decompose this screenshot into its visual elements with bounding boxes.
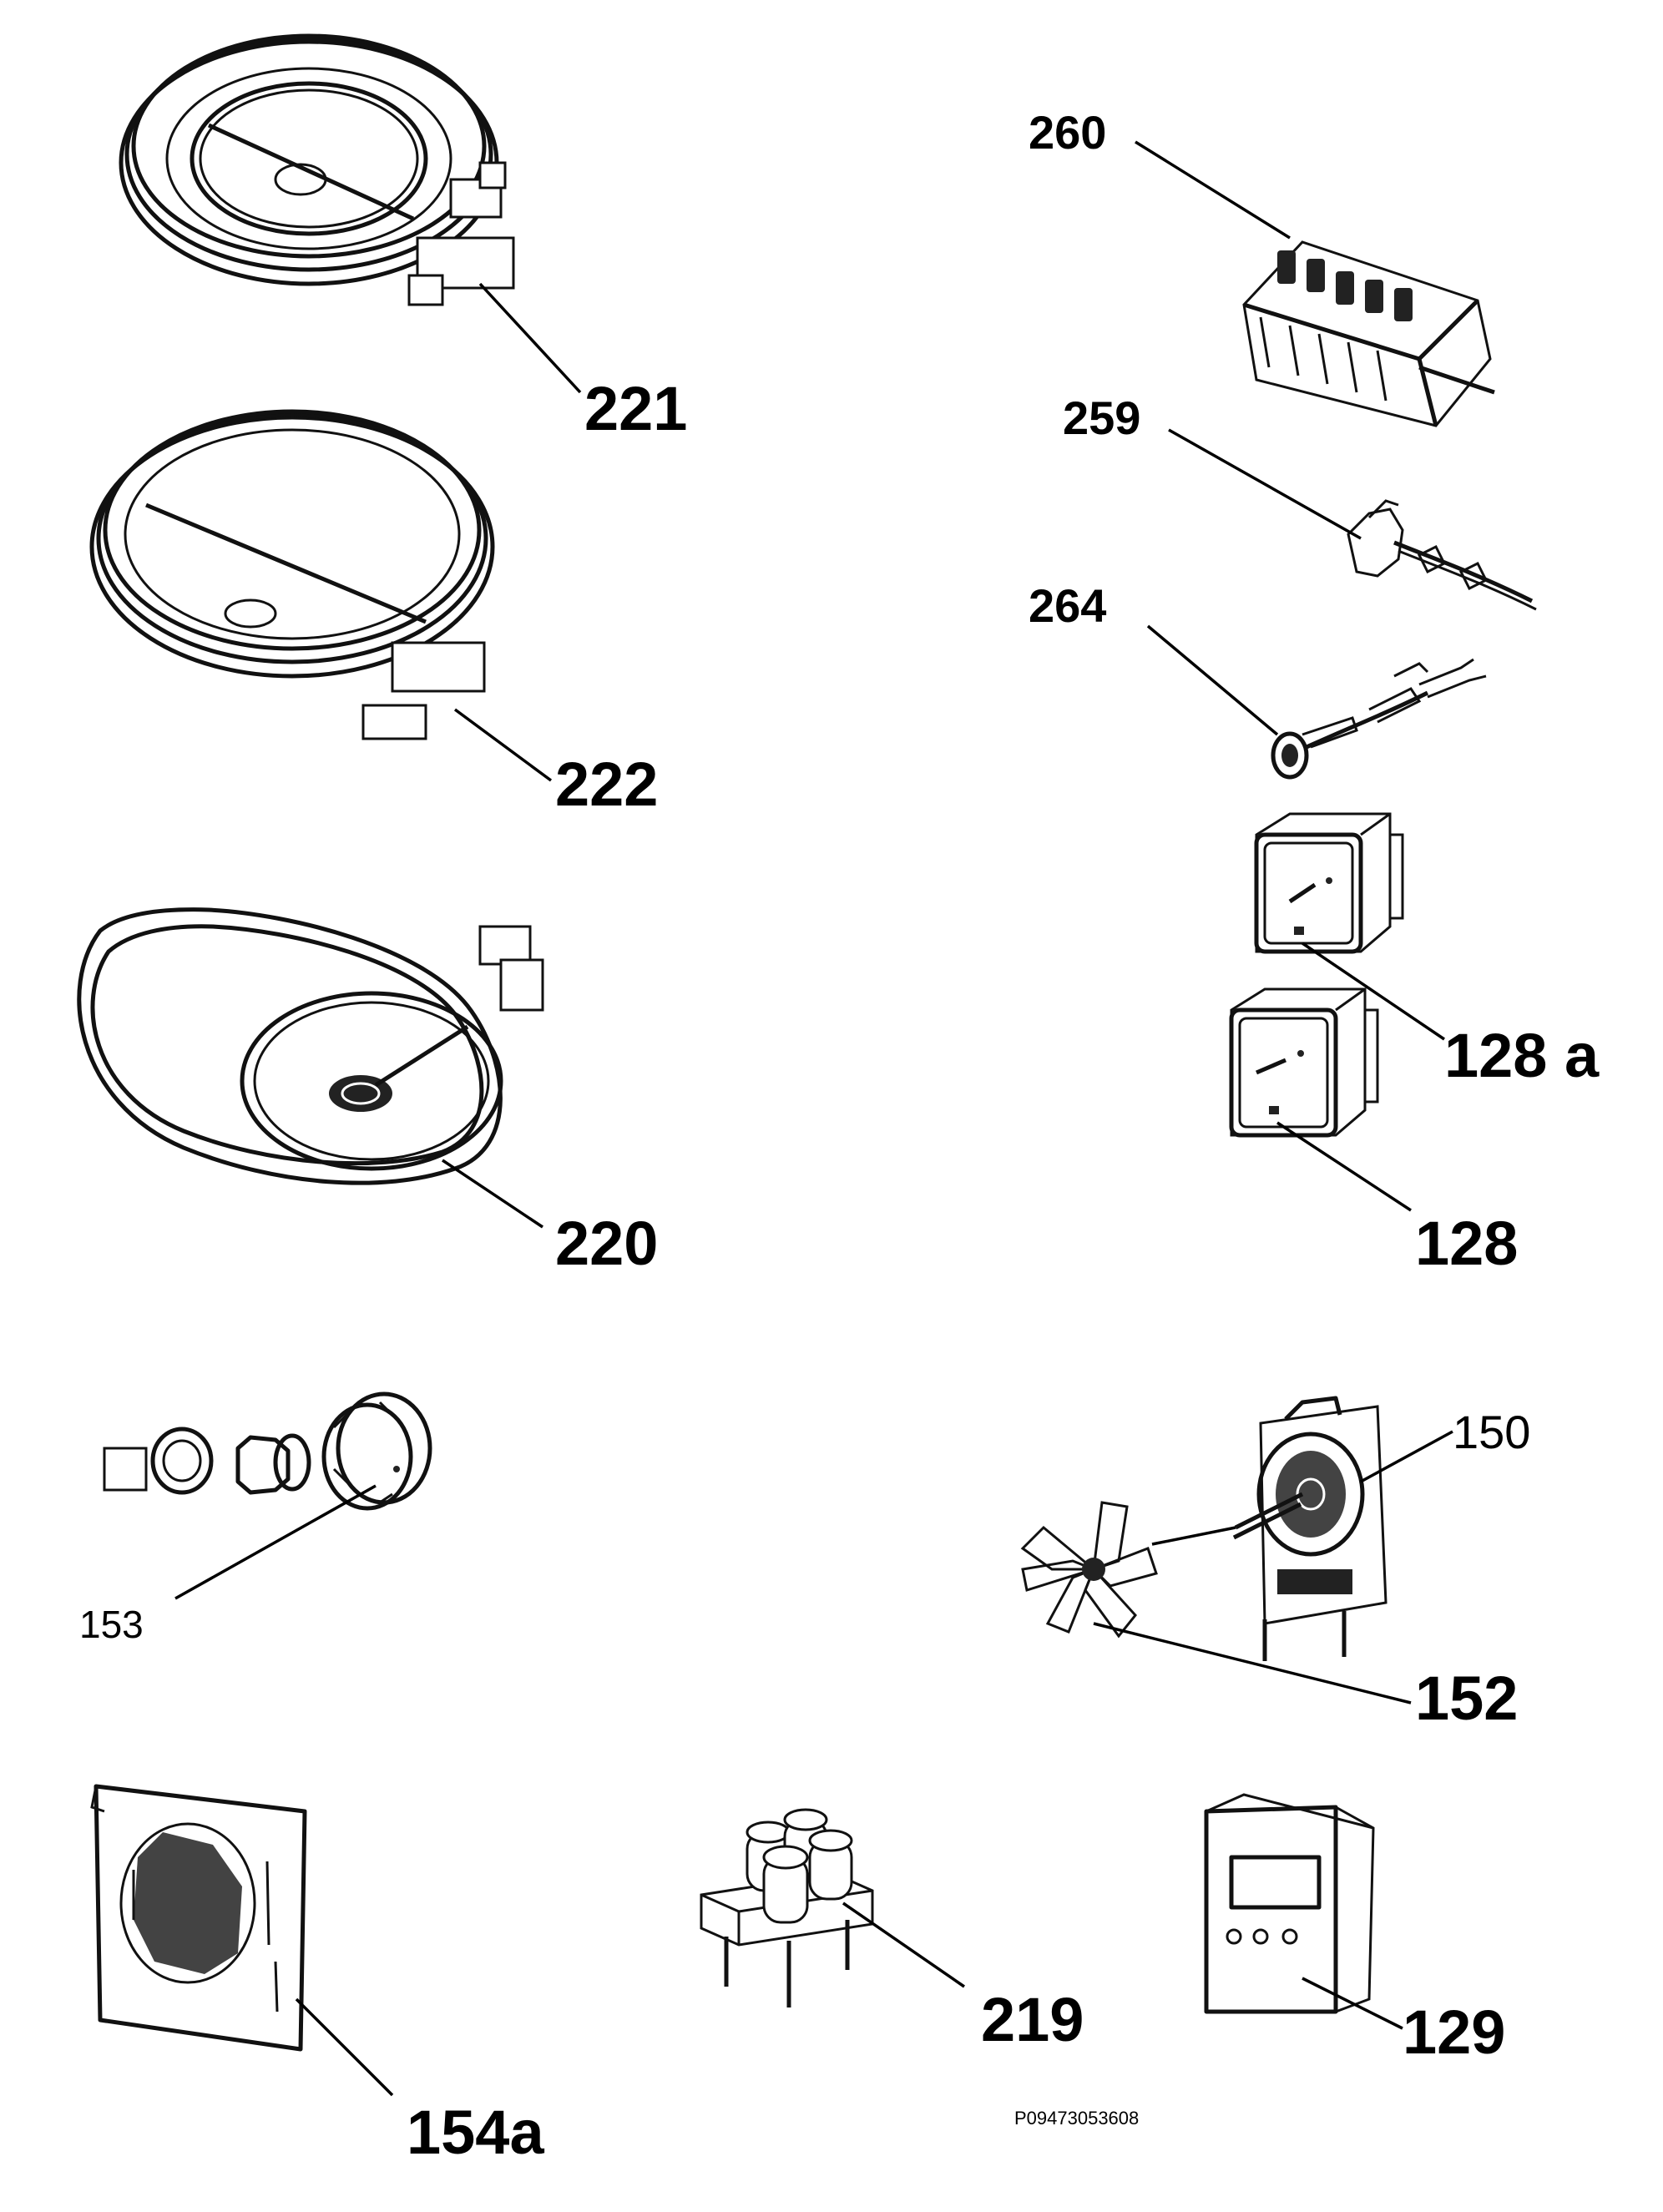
part-label-129: 129 (1403, 1997, 1505, 2067)
leader-154a (295, 1997, 394, 2097)
leader-220 (442, 1159, 543, 1229)
hob-element-222-drawing (89, 409, 495, 740)
part-label-222: 222 (555, 750, 658, 819)
part-label-264: 264 (1029, 579, 1106, 632)
hob-element-221-drawing (119, 33, 515, 306)
leader-150 (1360, 1430, 1453, 1483)
leader-219 (842, 1901, 965, 1988)
part-label-128: 128 (1415, 1209, 1518, 1278)
diagram-reference-code: P09473053608 (1014, 2108, 1139, 2129)
part-label-152: 152 (1415, 1664, 1518, 1733)
leader-221 (478, 282, 582, 394)
leader-152 (1093, 1622, 1412, 1704)
fan-motor-150-drawing (1232, 1396, 1388, 1661)
part-label-260: 260 (1029, 106, 1106, 159)
part-label-154a: 154a (407, 2098, 544, 2167)
leader-128a (1302, 942, 1445, 1041)
hob-element-220-drawing (77, 907, 544, 1185)
timer-129-drawing (1204, 1793, 1375, 2014)
part-label-221: 221 (584, 374, 687, 443)
leader-259 (1168, 428, 1362, 540)
leader-153 (174, 1484, 377, 1600)
part-label-128a: 128 a (1444, 1021, 1600, 1090)
switch-128-drawing (1229, 987, 1379, 1138)
leader-222 (453, 708, 553, 782)
part-label-219: 219 (981, 1985, 1084, 2054)
harness-264-drawing (1271, 658, 1487, 780)
leader-260 (1135, 140, 1291, 240)
leader-264 (1146, 624, 1279, 736)
part-label-150: 150 (1453, 1406, 1530, 1458)
leader-128 (1276, 1121, 1412, 1212)
switch-128a-drawing (1254, 812, 1404, 954)
switch-259-drawing (1347, 499, 1537, 611)
leader-129 (1302, 1977, 1403, 2030)
selector-switch-260-drawing (1242, 240, 1495, 427)
part-label-259: 259 (1063, 391, 1140, 444)
part-label-220: 220 (555, 1209, 658, 1278)
oven-lamp-153-drawing (103, 1391, 432, 1511)
fan-blade-152-drawing (1020, 1501, 1236, 1639)
filter-block-219-drawing (700, 1808, 874, 2007)
rear-panel-154a-drawing (90, 1784, 307, 2052)
part-label-153: 153 (79, 1603, 144, 1646)
